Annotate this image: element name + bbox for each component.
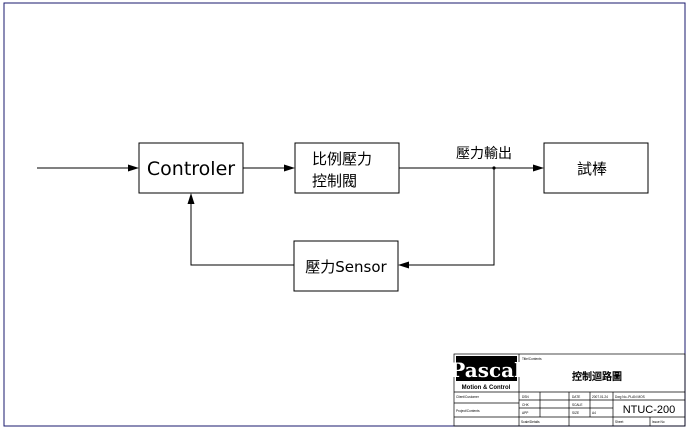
arrow-into-controller-feedback xyxy=(187,193,195,204)
sensor-to-controller-line xyxy=(190,198,294,266)
connectors xyxy=(37,167,539,266)
valve-label-line2: 控制閥 xyxy=(312,172,357,190)
pressure-output-label: 壓力輸出 xyxy=(456,146,512,162)
pascal-logo: Pascal Motion & Control xyxy=(450,356,522,391)
specimen-block: 試棒 xyxy=(543,142,649,194)
date-value: 2007.01.24 xyxy=(592,395,608,399)
row-chk: CHK xyxy=(522,403,530,407)
dwg-no-label: Dwg No.-PLAN MOS xyxy=(615,395,645,399)
sensor-label: 壓力Sensor xyxy=(305,258,387,276)
sheet-label: Sheet xyxy=(615,420,623,424)
controller-box xyxy=(138,142,244,194)
proportional-valve-block: 比例壓力 控制閥 xyxy=(294,142,400,194)
specimen-label: 試棒 xyxy=(577,160,607,178)
row-app: APP xyxy=(522,411,528,415)
controller-label: Controler xyxy=(147,158,235,180)
title-block-frame xyxy=(453,353,686,427)
valve-label-line1: 比例壓力 xyxy=(312,150,372,168)
feedback-to-sensor-line xyxy=(403,168,495,266)
sensor-block: 壓力Sensor xyxy=(293,240,399,292)
project-label: Project/Contents xyxy=(456,409,480,413)
client-label: Client/Customer xyxy=(456,395,480,399)
arrowheads xyxy=(128,164,544,269)
logo-text: Pascal xyxy=(450,358,522,382)
arrow-into-valve xyxy=(284,164,295,172)
row-dsn: DSN xyxy=(522,395,529,399)
junction-dot xyxy=(492,166,496,170)
drawing-title: 控制迴路圖 xyxy=(572,370,622,383)
valve-box xyxy=(294,142,400,194)
issue-label: Issue No xyxy=(652,420,665,424)
arrow-into-controller xyxy=(128,164,139,172)
title-contents-label: Title/Contents xyxy=(522,357,542,361)
logo-background xyxy=(456,356,517,381)
row-date: DATE xyxy=(572,395,580,399)
arrow-into-specimen xyxy=(533,164,544,172)
drawing-frame xyxy=(3,2,686,427)
row-size: SIZE xyxy=(572,411,579,415)
row-scale: SCALE xyxy=(572,403,582,407)
controller-block: Controler xyxy=(138,142,244,194)
logo-subtitle: Motion & Control xyxy=(462,385,511,391)
scale-details-label: Scale/Details xyxy=(521,420,540,424)
arrow-into-sensor xyxy=(398,261,409,269)
drawing-number: NTUC-200 xyxy=(623,404,676,416)
size-value: A4 xyxy=(592,411,596,415)
title-block xyxy=(453,353,686,427)
sensor-box xyxy=(293,240,399,292)
specimen-box xyxy=(543,142,649,194)
